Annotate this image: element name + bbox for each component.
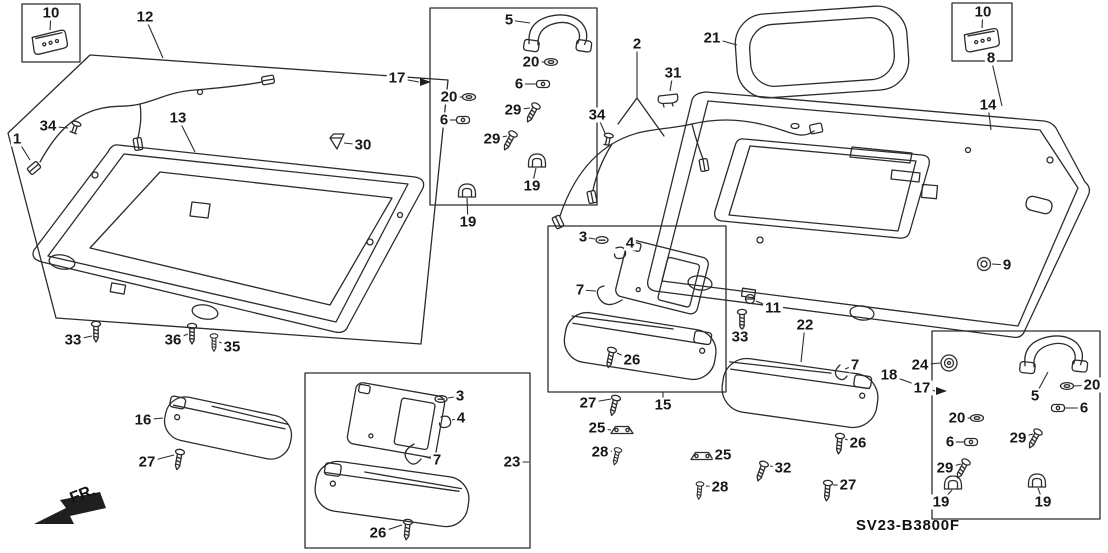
callout-7: 7	[573, 281, 587, 299]
harness-left	[26, 74, 276, 176]
callout-34: 34	[586, 106, 608, 124]
callout-3: 3	[453, 387, 467, 405]
callout-26: 26	[367, 524, 389, 542]
callout-20: 20	[438, 88, 460, 106]
visor-cord-bottom	[404, 443, 422, 465]
callout-26: 26	[621, 351, 643, 369]
callout-14: 14	[977, 96, 999, 114]
harness-right	[551, 97, 824, 230]
callout-25: 25	[586, 419, 608, 437]
callout-18: 18	[878, 366, 900, 384]
callout-19: 19	[1032, 493, 1054, 511]
callout-6: 6	[943, 433, 957, 451]
callout-36: 36	[162, 331, 184, 349]
callout-20: 20	[1081, 376, 1103, 394]
callout-28: 28	[709, 478, 731, 496]
callout-15: 15	[652, 396, 674, 414]
callout-6: 6	[1077, 399, 1091, 417]
grab-handle-kit-box-right	[931, 330, 1101, 520]
headliner-left	[32, 144, 425, 334]
visor-cord-right	[834, 364, 848, 381]
callout-29: 29	[1007, 429, 1029, 447]
clip-kit-box-right	[951, 2, 1013, 62]
leader-line-8	[990, 57, 1003, 107]
arrow-17-right-icon	[936, 387, 947, 395]
callout-28: 28	[589, 443, 611, 461]
callout-19: 19	[521, 177, 543, 195]
callout-8: 8	[984, 49, 998, 67]
diagram-part-code: SV23-B3800F	[856, 517, 960, 534]
callout-20: 20	[946, 409, 968, 427]
callout-11: 11	[763, 299, 783, 317]
callout-6: 6	[512, 75, 526, 93]
sun-visor-bottom-left	[163, 395, 293, 460]
callout-27: 27	[577, 394, 599, 412]
visor-kit-box-mid	[547, 225, 727, 393]
callout-25: 25	[712, 446, 734, 464]
callout-34: 34	[37, 117, 59, 135]
visor-kit-box-bottom	[304, 372, 531, 549]
callout-33: 33	[62, 331, 84, 349]
callout-7: 7	[430, 451, 444, 469]
callout-23: 23	[501, 453, 523, 471]
sun-visor-mid	[563, 311, 717, 381]
callout-5: 5	[1028, 387, 1042, 405]
fr-arrow-icon	[34, 492, 106, 524]
sun-visor-right	[721, 357, 879, 429]
callout-26: 26	[847, 434, 869, 452]
sunroof-seal	[734, 5, 910, 99]
callout-21: 21	[701, 29, 723, 47]
callout-31: 31	[662, 64, 684, 82]
sun-visor-bottom	[314, 460, 470, 528]
callout-2: 2	[630, 35, 644, 53]
arrow-17-top-icon	[420, 78, 431, 86]
callout-22: 22	[794, 316, 816, 334]
callout-1: 1	[10, 130, 24, 148]
callout-13: 13	[167, 109, 189, 127]
callout-27: 27	[837, 476, 859, 494]
callout-17: 17	[911, 379, 933, 397]
callout-29: 29	[502, 101, 524, 119]
callout-19: 19	[930, 493, 952, 511]
callout-16: 16	[132, 411, 154, 429]
callout-6: 6	[437, 111, 451, 129]
callout-19: 19	[457, 213, 479, 231]
callout-20: 20	[520, 53, 542, 71]
callout-10: 10	[40, 4, 62, 22]
callout-32: 32	[772, 459, 794, 477]
grab-handle-kit-box-top	[429, 7, 598, 206]
clip-kit-box-left	[21, 3, 81, 63]
callout-4: 4	[623, 234, 637, 252]
callout-29: 29	[934, 459, 956, 477]
callout-29: 29	[481, 130, 503, 148]
callout-24: 24	[909, 356, 931, 374]
callout-10: 10	[972, 3, 994, 21]
callout-4: 4	[454, 409, 468, 427]
visor-cord-mid	[596, 285, 623, 306]
callout-33: 33	[729, 328, 751, 346]
callout-17: 17	[386, 69, 408, 87]
callout-30: 30	[352, 136, 374, 154]
headliner-right	[647, 91, 1091, 338]
callout-5: 5	[502, 11, 516, 29]
callout-35: 35	[221, 338, 243, 356]
callout-3: 3	[576, 228, 590, 246]
callout-27: 27	[136, 453, 158, 471]
callout-12: 12	[134, 8, 156, 26]
callout-7: 7	[848, 356, 862, 374]
callout-9: 9	[1000, 256, 1014, 274]
